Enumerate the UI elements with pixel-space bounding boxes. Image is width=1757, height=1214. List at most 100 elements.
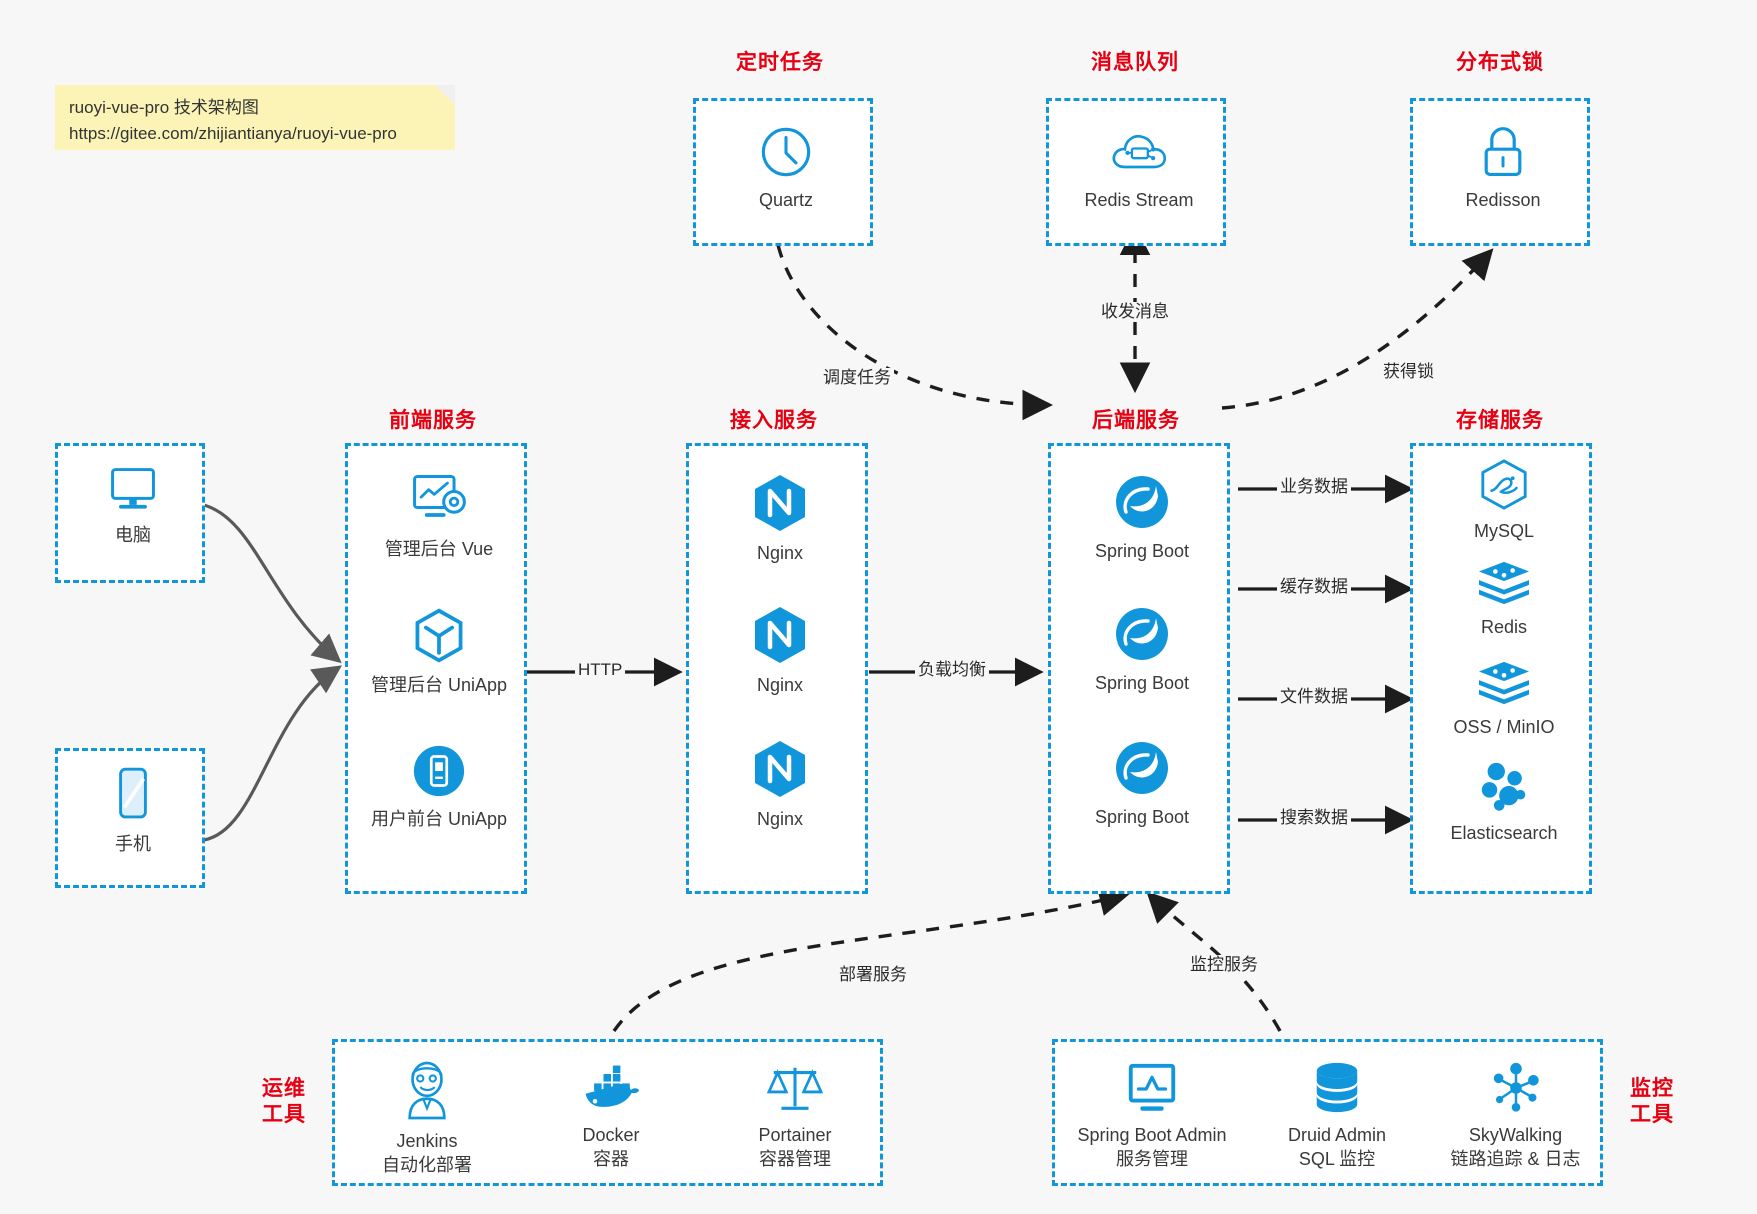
edge-label-acquire-lock: 获得锁 — [1380, 362, 1437, 383]
caption-devops-line2: 工具 — [262, 1103, 306, 1127]
edge-label-http: HTTP — [575, 660, 626, 681]
scales-balance-icon — [766, 1060, 824, 1116]
caption-monitor-line1: 监控 — [1630, 1077, 1674, 1100]
edge-label-cache-data: 缓存数据 — [1277, 577, 1351, 598]
mobile-app-icon — [410, 742, 468, 800]
jenkins-butler-icon — [400, 1060, 454, 1122]
caption-distributed-lock: 分布式锁 — [1456, 51, 1544, 74]
cloud-stream-icon — [1109, 123, 1169, 181]
edge-label-business-data: 业务数据 — [1277, 477, 1351, 498]
caption-scheduled-task: 定时任务 — [736, 51, 824, 74]
node-redisson[interactable]: Redisson — [1413, 123, 1593, 212]
node-docker[interactable]: Docker 容器 — [519, 1064, 703, 1172]
edge-label-search-data: 搜索数据 — [1277, 808, 1351, 829]
node-spring-boot-1[interactable]: Spring Boot — [1051, 472, 1233, 563]
box-distributed-lock: Redisson — [1410, 98, 1590, 246]
node-nginx-3[interactable]: Nginx — [689, 738, 871, 831]
node-redis-stream[interactable]: Redis Stream — [1049, 123, 1229, 212]
node-elasticsearch[interactable]: Elasticsearch — [1413, 758, 1595, 845]
edge-label-send-receive-message: 收发消息 — [1098, 302, 1172, 323]
box-gateway-service: Nginx Nginx Nginx — [686, 443, 868, 894]
caption-backend-service: 后端服务 — [1092, 409, 1180, 432]
admin-dashboard-icon — [408, 470, 470, 530]
network-nodes-icon — [1488, 1060, 1544, 1116]
node-label: Spring Boot — [1094, 807, 1190, 827]
docker-whale-icon — [580, 1064, 642, 1116]
edge-label-schedule-task: 调度任务 — [820, 368, 894, 389]
node-spring-boot-3[interactable]: Spring Boot — [1051, 738, 1233, 829]
node-label: Druid Admin — [1287, 1125, 1387, 1145]
node-sublabel: 链路追踪 & 日志 — [1450, 1149, 1581, 1170]
nginx-icon — [751, 604, 809, 666]
redis-icon — [1476, 558, 1532, 608]
node-label: Redis Stream — [1084, 190, 1194, 210]
node-label: Nginx — [756, 675, 804, 695]
box-frontend-service: 管理后台 Vue 管理后台 UniApp 用户前台 UniApp — [345, 443, 527, 894]
node-skywalking[interactable]: SkyWalking 链路追踪 & 日志 — [1425, 1060, 1606, 1172]
node-redis[interactable]: Redis — [1413, 558, 1595, 639]
node-spring-boot-admin[interactable]: Spring Boot Admin 服务管理 — [1055, 1060, 1249, 1172]
note-title: ruoyi-vue-pro 技术架构图 — [69, 98, 259, 117]
node-mysql[interactable]: MySQL — [1413, 458, 1595, 543]
lock-icon — [1475, 123, 1531, 181]
node-sublabel: 容器管理 — [759, 1149, 831, 1170]
spring-boot-icon — [1112, 738, 1172, 798]
node-nginx-1[interactable]: Nginx — [689, 472, 871, 565]
node-spring-boot-2[interactable]: Spring Boot — [1051, 604, 1233, 695]
note-fold-corner — [435, 85, 455, 105]
node-label: 管理后台 Vue — [384, 539, 494, 559]
edge-label-load-balance: 负载均衡 — [915, 660, 989, 681]
node-quartz[interactable]: Quartz — [696, 123, 876, 212]
edge-label-monitor-service: 监控服务 — [1187, 955, 1261, 976]
node-desktop[interactable]: 电脑 — [58, 464, 208, 547]
box-client-mobile: 手机 — [55, 748, 205, 888]
database-stack-icon — [1310, 1060, 1364, 1116]
node-label: Spring Boot Admin — [1077, 1125, 1227, 1145]
node-sublabel: 服务管理 — [1116, 1149, 1188, 1170]
box-message-queue: Redis Stream — [1046, 98, 1226, 246]
node-label: Redisson — [1465, 190, 1541, 210]
mysql-icon — [1478, 458, 1530, 512]
node-sublabel: 自动化部署 — [382, 1155, 472, 1176]
box-storage-service: MySQL Redis — [1410, 443, 1592, 894]
nginx-icon — [751, 738, 809, 800]
edge-label-file-data: 文件数据 — [1277, 687, 1351, 708]
node-label: Redis — [1480, 617, 1528, 637]
node-jenkins[interactable]: Jenkins 自动化部署 — [335, 1060, 519, 1178]
node-nginx-2[interactable]: Nginx — [689, 604, 871, 697]
box-monitor-tools: Spring Boot Admin 服务管理 Druid Admin SQL 监… — [1052, 1039, 1603, 1186]
spring-boot-icon — [1112, 604, 1172, 664]
node-user-uniapp[interactable]: 用户前台 UniApp — [348, 742, 530, 831]
box-client-desktop: 电脑 — [55, 443, 205, 583]
node-label: Spring Boot — [1094, 541, 1190, 561]
edge-label-deploy-service: 部署服务 — [836, 965, 910, 986]
node-label: 电脑 — [115, 525, 151, 545]
sticky-note: ruoyi-vue-pro 技术架构图 https://gitee.com/zh… — [55, 85, 455, 150]
node-label: Elasticsearch — [1450, 823, 1558, 843]
node-admin-vue[interactable]: 管理后台 Vue — [348, 470, 530, 561]
node-admin-uniapp[interactable]: 管理后台 UniApp — [348, 606, 530, 697]
caption-devops-tools: 运维 工具 — [252, 1076, 316, 1129]
node-label: Jenkins — [396, 1131, 458, 1151]
node-oss-minio[interactable]: OSS / MinIO — [1413, 658, 1595, 739]
uniapp-cube-icon — [410, 606, 468, 666]
clock-icon — [757, 123, 815, 181]
node-druid-admin[interactable]: Druid Admin SQL 监控 — [1249, 1060, 1425, 1172]
node-label: SkyWalking — [1468, 1125, 1563, 1145]
caption-gateway-service: 接入服务 — [730, 409, 818, 432]
node-portainer[interactable]: Portainer 容器管理 — [703, 1060, 887, 1172]
caption-message-queue: 消息队列 — [1091, 51, 1179, 74]
node-label: Spring Boot — [1094, 673, 1190, 693]
caption-monitor-tools: 监控 工具 — [1620, 1076, 1684, 1129]
node-label: Docker — [582, 1125, 640, 1145]
spring-boot-icon — [1112, 472, 1172, 532]
caption-storage-service: 存储服务 — [1456, 409, 1544, 432]
node-label: MySQL — [1473, 521, 1534, 541]
node-label: 管理后台 UniApp — [370, 675, 508, 695]
mobile-phone-icon — [112, 765, 154, 825]
node-mobile[interactable]: 手机 — [58, 765, 208, 856]
node-label: Portainer — [758, 1125, 832, 1145]
caption-devops-line1: 运维 — [262, 1077, 306, 1100]
desktop-computer-icon — [105, 464, 161, 516]
